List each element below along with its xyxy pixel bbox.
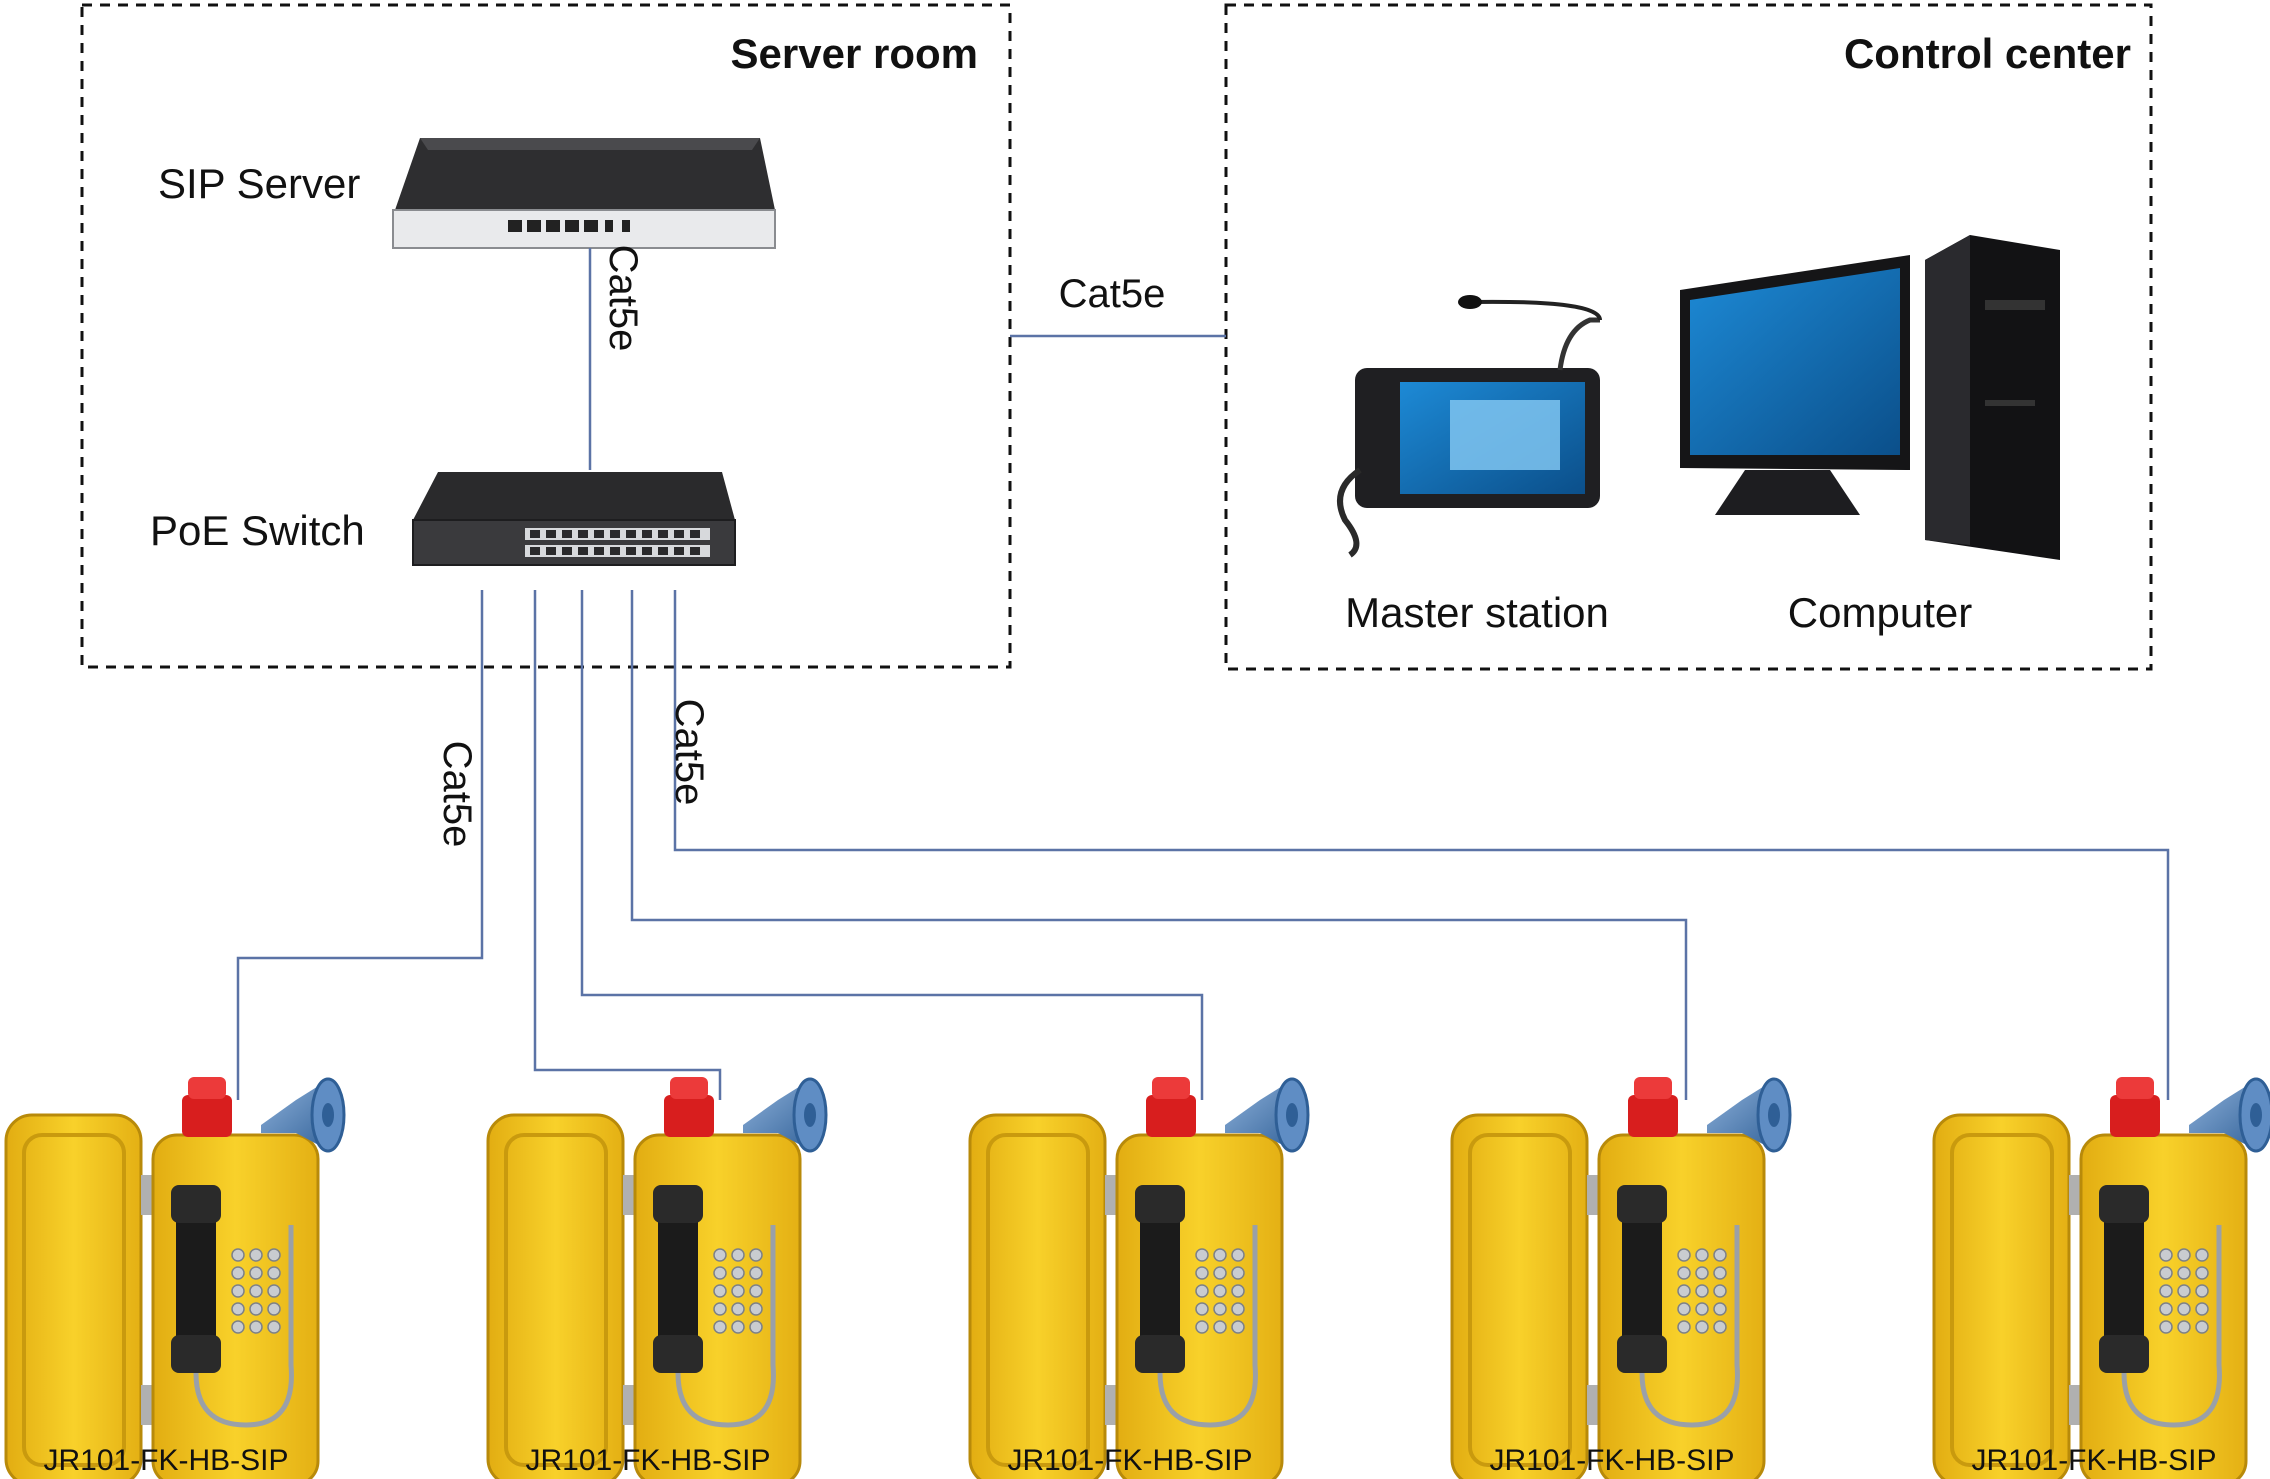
poe-switch-device: [412, 472, 736, 566]
master-station-label: Master station: [1345, 589, 1609, 636]
cable-to-phone-5: [673, 590, 2170, 1100]
cable-label-switch-right: Cat5e: [667, 699, 711, 806]
phone-label-5: JR101-FK-HB-SIP: [1971, 1444, 2216, 1477]
sip-server-device: [392, 138, 776, 249]
phone-unit-3: [970, 1077, 1308, 1479]
cable-to-phone-4: [630, 590, 1688, 1100]
phone-unit-1: [6, 1077, 344, 1479]
sip-server-label: SIP Server: [158, 160, 360, 207]
cable-to-phone-3: [580, 590, 1204, 1100]
phone-unit-5: [1934, 1077, 2270, 1479]
phone-unit-2: [488, 1077, 826, 1479]
phone-unit-4: [1452, 1077, 1790, 1479]
phone-label-3: JR101-FK-HB-SIP: [1007, 1444, 1252, 1477]
cable-lines: [236, 248, 2170, 1100]
poe-switch-label: PoE Switch: [150, 507, 365, 554]
computer-device: [1680, 235, 2060, 560]
control-center-title: Control center: [1844, 30, 2131, 77]
server-room-zone: [80, 3, 1012, 669]
cable-label-room-center: Cat5e: [1059, 272, 1166, 316]
cable-to-phone-1: [236, 590, 484, 1100]
server-room-title: Server room: [731, 30, 978, 77]
master-station-device: [1337, 295, 1602, 558]
cable-to-phone-2: [533, 590, 722, 1100]
computer-label: Computer: [1788, 589, 1972, 636]
cable-label-switch-left: Cat5e: [435, 741, 479, 848]
phone-label-1: JR101-FK-HB-SIP: [43, 1444, 288, 1477]
phone-label-2: JR101-FK-HB-SIP: [525, 1444, 770, 1477]
phone-label-4: JR101-FK-HB-SIP: [1489, 1444, 1734, 1477]
cable-label-server-switch: Cat5e: [601, 245, 645, 352]
